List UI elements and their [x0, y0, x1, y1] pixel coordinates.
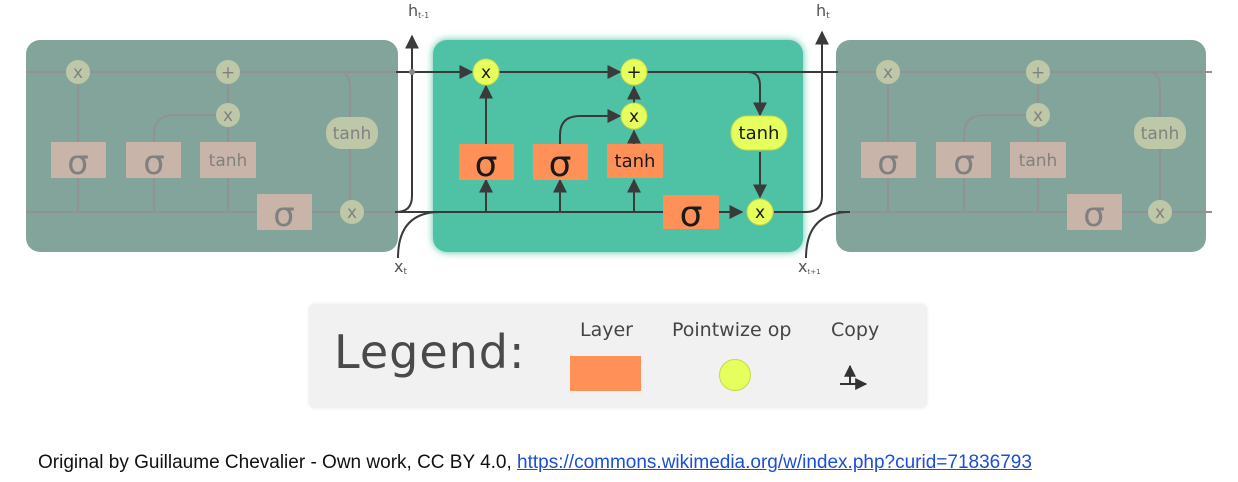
h-prev-label: ht-1: [408, 1, 429, 20]
cell-tanh-label: tanh: [739, 123, 780, 144]
candidate-tanh-layer: [607, 144, 663, 178]
svg-text:+: +: [1031, 63, 1045, 83]
forget-multiply-label: x: [481, 63, 491, 83]
output-gate-layer: [663, 195, 719, 229]
copy-arrow-icon: [840, 364, 868, 390]
candidate-tanh-label: tanh: [615, 151, 656, 172]
legend-layer-swatch: [570, 356, 641, 391]
svg-text:+: +: [221, 63, 235, 83]
cell-add-label: +: [626, 62, 641, 83]
attribution-credit: Original by Guillaume Chevalier - Own wo…: [38, 452, 1032, 474]
x-next-label: xt+1: [798, 257, 821, 276]
legend-title: Legend:: [334, 325, 526, 379]
input-sigma-label: σ: [549, 144, 572, 185]
svg-text:σ: σ: [953, 143, 975, 183]
lstm-cell-next: x + x x tanh tanh σ σ σ: [836, 40, 1212, 252]
legend-pointwise-label: Pointwize op: [672, 319, 792, 341]
cell-tanh-op: [730, 115, 788, 151]
copy-junction-prev: [409, 69, 415, 75]
svg-text:x: x: [73, 63, 83, 83]
svg-text:tanh: tanh: [209, 151, 248, 171]
forget-multiply-op: [472, 58, 500, 86]
legend-pointwise-swatch: [719, 359, 751, 391]
svg-text:σ: σ: [67, 143, 89, 183]
svg-text:tanh: tanh: [1019, 151, 1058, 171]
svg-text:σ: σ: [143, 143, 165, 183]
output-multiply-op: [746, 198, 774, 226]
input-xnext-line: [805, 211, 851, 259]
hidden-state-in: [395, 34, 419, 213]
credit-text: Original by Guillaume Chevalier - Own wo…: [38, 452, 518, 473]
input-xt-line: [397, 211, 441, 259]
input-multiply-op: [620, 102, 648, 130]
svg-text:x: x: [1155, 203, 1165, 223]
svg-text:x: x: [883, 63, 893, 83]
output-multiply-label: x: [755, 203, 765, 223]
cell-add-op: [620, 58, 648, 86]
lstm-cell-current: x + x x tanh tanh σ σ σ: [395, 30, 851, 259]
svg-text:tanh: tanh: [1141, 124, 1180, 144]
svg-text:tanh: tanh: [333, 124, 372, 144]
svg-text:x: x: [223, 106, 233, 126]
svg-text:σ: σ: [1083, 195, 1105, 235]
x-t-label: xt: [394, 257, 407, 277]
output-sigma-label: σ: [680, 194, 703, 235]
h-t-label: ht: [816, 1, 830, 21]
hidden-state-out: [774, 30, 829, 213]
forget-sigma-label: σ: [475, 144, 498, 185]
legend-layer-label: Layer: [580, 319, 633, 341]
svg-text:x: x: [347, 203, 357, 223]
legend: Legend: Layer Pointwize op Copy: [310, 305, 926, 407]
svg-text:x: x: [1033, 106, 1043, 126]
forget-gate-layer: [459, 144, 514, 180]
svg-text:σ: σ: [273, 195, 295, 235]
svg-text:σ: σ: [877, 143, 899, 183]
input-multiply-label: x: [629, 107, 639, 127]
input-gate-layer: [533, 144, 588, 180]
legend-copy-label: Copy: [831, 319, 880, 341]
lstm-cell-previous: x + x x tanh tanh σ σ σ: [26, 40, 398, 252]
credit-link[interactable]: https://commons.wikimedia.org/w/index.ph…: [517, 452, 1032, 473]
